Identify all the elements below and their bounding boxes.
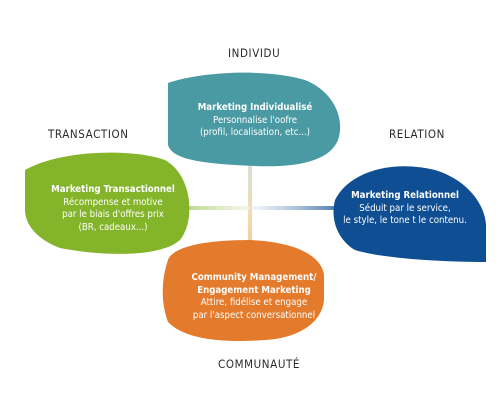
petal-transactionnel-line: (BR, cadeaux...) — [78, 221, 148, 233]
petal-community-title: Community Management/ — [191, 272, 317, 283]
petal-relationnel — [333, 166, 486, 262]
petal-transactionnel-title: Marketing Transactionnel — [51, 184, 175, 195]
petal-community-line: par l'aspect conversationnel — [192, 309, 316, 321]
petal-relationnel-text: Marketing Relationnel Séduit par le serv… — [330, 190, 480, 228]
petal-transactionnel-line: Récompense et motive — [63, 196, 163, 208]
petal-community-line: Attire, fidélise et engage — [200, 297, 308, 308]
petal-individualise-line: (profil, localisation, etc...) — [199, 127, 311, 138]
petal-transactionnel-line: par le biais d'offres prix — [62, 209, 164, 220]
label-relation: RELATION — [389, 127, 445, 141]
petal-community — [162, 240, 324, 342]
vertical-axis — [248, 150, 252, 285]
right-axis — [252, 206, 344, 210]
petal-community-text: Community Management/ Engagement Marketi… — [168, 272, 340, 322]
petal-individualise — [168, 72, 341, 167]
petal-relationnel-line: Séduit par le service, — [359, 202, 451, 214]
petal-individualise-line: Personnalise l'oofre — [212, 114, 298, 126]
label-individu: INDIVIDU — [228, 46, 281, 60]
label-communaute: COMMUNAUTÉ — [218, 357, 301, 371]
petal-individualise-title: Marketing Individualisé — [197, 102, 313, 113]
petal-relationnel-title: Marketing Relationnel — [351, 190, 459, 201]
petal-individualise-text: Marketing Individualisé Personnalise l'o… — [170, 102, 340, 140]
petal-transactionnel-text: Marketing Transactionnel Récompense et m… — [28, 184, 198, 234]
petal-relationnel-line: le style, le tone t le contenu. — [343, 215, 467, 226]
left-axis — [160, 206, 250, 210]
petal-community-title: Engagement Marketing — [197, 284, 311, 296]
label-transaction: TRANSACTION — [48, 127, 129, 141]
petal-transactionnel — [25, 152, 190, 254]
